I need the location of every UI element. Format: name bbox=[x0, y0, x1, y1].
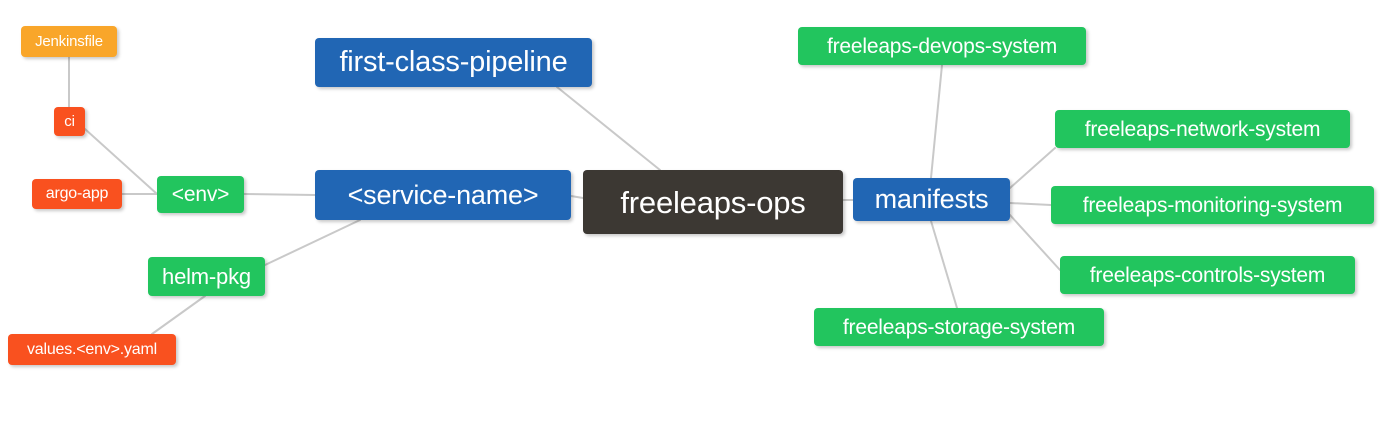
node-service-name[interactable]: <service-name> bbox=[315, 170, 571, 220]
node-label: freeleaps-ops bbox=[620, 184, 806, 220]
node-ci[interactable]: ci bbox=[54, 107, 85, 136]
node-label: freeleaps-controls-system bbox=[1089, 263, 1326, 287]
node-values-yaml[interactable]: values.<env>.yaml bbox=[8, 334, 176, 365]
edge-helm-pkg-to-service-name bbox=[264, 219, 361, 266]
node-freeleaps-devops-system[interactable]: freeleaps-devops-system bbox=[798, 27, 1086, 65]
edge-manifests-to-freeleaps-monitoring-system bbox=[1009, 202, 1052, 206]
node-manifests[interactable]: manifests bbox=[853, 178, 1010, 221]
node-freeleaps-controls-system[interactable]: freeleaps-controls-system bbox=[1060, 256, 1355, 294]
node-label: <service-name> bbox=[347, 179, 539, 210]
node-label: values.<env>.yaml bbox=[26, 340, 157, 358]
edge-manifests-to-freeleaps-storage-system bbox=[930, 220, 958, 309]
edge-env-to-service-name bbox=[243, 193, 316, 196]
node-env[interactable]: <env> bbox=[157, 176, 244, 213]
node-first-class-pipeline[interactable]: first-class-pipeline bbox=[315, 38, 592, 87]
node-freeleaps-storage-system[interactable]: freeleaps-storage-system bbox=[814, 308, 1104, 346]
node-label: <env> bbox=[171, 183, 230, 206]
node-freeleaps-monitoring-system[interactable]: freeleaps-monitoring-system bbox=[1051, 186, 1374, 224]
node-label: first-class-pipeline bbox=[339, 46, 568, 78]
edge-manifests-to-freeleaps-devops-system bbox=[930, 64, 943, 179]
node-jenkinsfile[interactable]: Jenkinsfile bbox=[21, 26, 117, 57]
node-freeleaps-network-system[interactable]: freeleaps-network-system bbox=[1055, 110, 1350, 148]
edge-values-yaml-to-helm-pkg bbox=[151, 295, 206, 335]
node-label: Jenkinsfile bbox=[35, 33, 103, 50]
edge-service-name-to-freeleaps-ops bbox=[570, 195, 584, 199]
node-label: freeleaps-storage-system bbox=[842, 315, 1076, 339]
node-label: helm-pkg bbox=[162, 263, 251, 289]
edge-manifests-to-freeleaps-network-system bbox=[1009, 147, 1056, 189]
node-label: freeleaps-network-system bbox=[1084, 117, 1321, 141]
node-label: ci bbox=[64, 113, 75, 130]
node-label: manifests bbox=[874, 184, 989, 214]
node-argo-app[interactable]: argo-app bbox=[32, 179, 122, 209]
node-label: freeleaps-devops-system bbox=[827, 34, 1057, 58]
node-label: argo-app bbox=[45, 185, 109, 202]
node-freeleaps-ops[interactable]: freeleaps-ops bbox=[583, 170, 843, 234]
node-label: freeleaps-monitoring-system bbox=[1082, 193, 1343, 217]
edge-first-class-pipeline-to-freeleaps-ops bbox=[556, 86, 661, 171]
node-helm-pkg[interactable]: helm-pkg bbox=[148, 257, 265, 296]
